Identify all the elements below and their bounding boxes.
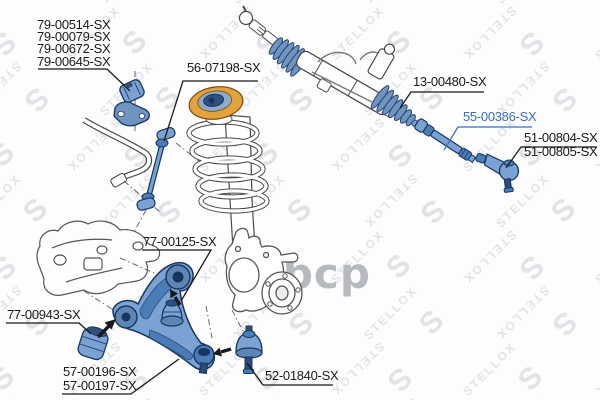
part-label: 57-00196-SX — [63, 364, 137, 379]
part-label-77-00125: 77-00125-SX — [143, 234, 217, 249]
wheel-hub-illustration — [261, 271, 303, 315]
arm-rear-bushing-illustration — [160, 299, 184, 327]
part-label: 79-00672-SX — [37, 41, 111, 57]
strut-mount-illustration — [188, 86, 244, 120]
part-label: 79-00514-SX — [37, 17, 111, 32]
part-label: 51-00804-SX — [524, 130, 598, 145]
part-label: 79-00079-SX — [37, 29, 111, 45]
part-label-group-57: 57-00196-SX 57-00197-SX — [63, 364, 137, 393]
part-label-77-00943: 77-00943-SX — [7, 307, 81, 322]
part-label-56-07198: 56-07198-SX — [187, 60, 261, 75]
stabilizer-bar-illustration — [82, 117, 153, 188]
leader-lines — [6, 68, 597, 395]
steering-rack-illustration — [238, 5, 420, 128]
part-label: 79-00645-SX — [37, 53, 111, 69]
subframe-illustration — [36, 220, 161, 296]
stabilizer-bracket-illustration — [113, 101, 150, 127]
ball-joint-illustration — [235, 325, 263, 374]
part-label-55-00386-highlighted[interactable]: 55-00386-SX — [463, 109, 537, 124]
stabilizer-bushing-illustration — [119, 79, 145, 103]
tie-rod-end-illustration — [475, 153, 520, 193]
direction-arrows — [96, 289, 232, 357]
part-label: 51-00805-SX — [524, 143, 598, 159]
part-label-52-01840: 52-01840-SX — [265, 368, 339, 383]
inner-tie-rod-illustration — [414, 118, 477, 164]
part-label-13-00480: 13-00480-SX — [413, 74, 487, 89]
part-label-group-79: 79-00514-SX 79-00079-SX 79-00672-SX 79-0… — [37, 17, 111, 69]
part-label-group-51: 51-00804-SX 51-00805-SX — [524, 130, 598, 159]
strut-assembly-illustration — [186, 86, 270, 291]
part-label: 57-00197-SX — [63, 377, 137, 393]
